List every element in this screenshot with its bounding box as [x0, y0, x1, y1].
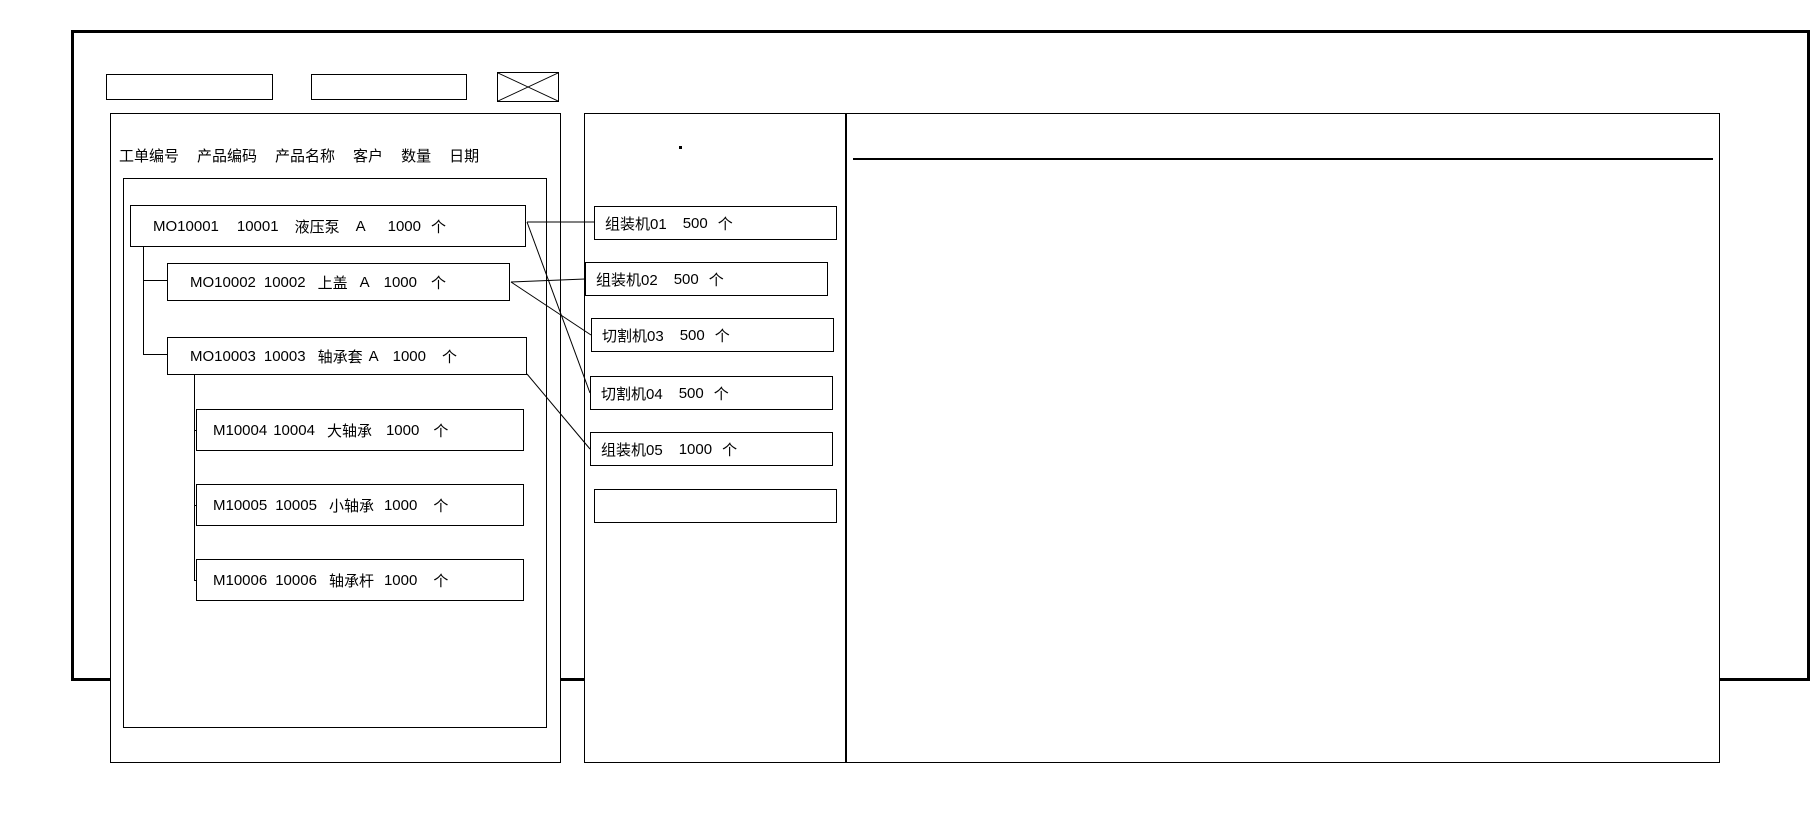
list-item-empty[interactable]	[594, 489, 837, 523]
row-quantity: 1000	[392, 347, 426, 365]
work-order-column-headers: 工单编号 产品编码 产品名称 客户 数量 日期	[119, 144, 539, 166]
row-product-name: 小轴承	[328, 497, 374, 515]
cursor-dot-marker	[679, 146, 682, 149]
column-header-customer: 客户	[353, 147, 384, 165]
list-item[interactable]: 组装机02 500 个	[585, 262, 828, 296]
machine-quantity: 500	[673, 270, 699, 288]
row-quantity: 1000	[383, 273, 417, 291]
row-product-name: 轴承套	[317, 348, 363, 366]
row-unit: 个	[433, 422, 449, 440]
row-quantity: 1000	[385, 421, 420, 439]
machine-unit: 个	[722, 441, 738, 459]
machine-quantity: 500	[679, 326, 705, 344]
table-row[interactable]: MO10003 10003 轴承套 A 1000 个	[167, 337, 527, 375]
row-order-no: M10005	[213, 496, 268, 514]
row-product-name: 大轴承	[326, 422, 372, 440]
row-quantity: 1000	[383, 571, 418, 589]
tree-connector-spine-sub	[194, 367, 195, 581]
machine-unit: 个	[717, 215, 733, 233]
row-unit: 个	[433, 572, 449, 590]
machine-name: 组装机02	[596, 271, 658, 289]
row-order-no: M10004	[213, 421, 268, 439]
row-unit: 个	[442, 348, 458, 366]
row-unit: 个	[431, 274, 447, 292]
toolbar-field-2[interactable]	[311, 74, 467, 100]
table-row[interactable]: M10004 10004 大轴承 1000 个	[196, 409, 524, 451]
row-quantity: 1000	[383, 496, 418, 514]
tree-connector-branch-row2	[143, 280, 167, 281]
machine-name: 组装机05	[601, 441, 663, 459]
detail-panel	[846, 113, 1720, 763]
detail-panel-header-divider	[853, 158, 1713, 160]
table-row[interactable]: MO10002 10002 上盖 A 1000 个	[167, 263, 510, 301]
row-product-code: 10004	[273, 421, 315, 439]
machine-name: 组装机01	[605, 215, 667, 233]
machine-unit: 个	[708, 271, 724, 289]
row-product-code: 10005	[275, 496, 317, 514]
row-order-no: MO10002	[190, 273, 256, 291]
machine-quantity: 500	[682, 214, 708, 232]
row-order-no: MO10003	[190, 347, 256, 365]
table-row[interactable]: M10006 10006 轴承杆 1000 个	[196, 559, 524, 601]
list-item[interactable]: 切割机04 500 个	[590, 376, 833, 410]
machine-name: 切割机04	[601, 385, 663, 403]
row-unit: 个	[431, 218, 447, 236]
row-customer: A	[359, 273, 370, 291]
row-product-code: 10003	[263, 347, 306, 365]
machine-quantity: 500	[678, 384, 704, 402]
row-product-name: 液压泵	[294, 218, 340, 236]
row-customer: A	[355, 217, 366, 235]
row-order-no: MO10001	[153, 217, 219, 235]
work-order-tree-container	[123, 178, 547, 728]
row-order-no: M10006	[213, 571, 268, 589]
row-product-code: 10006	[275, 571, 317, 589]
toolbar-field-1[interactable]	[106, 74, 273, 100]
row-customer: A	[368, 347, 379, 365]
machine-quantity: 1000	[678, 440, 713, 458]
column-header-product-name: 产品名称	[275, 147, 336, 165]
row-product-code: 10001	[236, 217, 279, 235]
row-product-name: 上盖	[317, 274, 348, 292]
list-item[interactable]: 组装机01 500 个	[594, 206, 837, 240]
list-item[interactable]: 组装机05 1000 个	[590, 432, 833, 466]
list-item[interactable]: 切割机03 500 个	[591, 318, 834, 352]
column-header-product-code: 产品编码	[197, 147, 258, 165]
machine-unit: 个	[714, 327, 730, 345]
row-product-name: 轴承杆	[328, 572, 374, 590]
row-quantity: 1000	[387, 217, 421, 235]
table-row[interactable]: M10005 10005 小轴承 1000 个	[196, 484, 524, 526]
machine-name: 切割机03	[602, 327, 664, 345]
column-header-order-no: 工单编号	[119, 147, 180, 165]
column-header-date: 日期	[449, 147, 480, 165]
column-header-quantity: 数量	[401, 147, 432, 165]
row-product-code: 10002	[263, 273, 306, 291]
tree-connector-branch-row3	[143, 354, 167, 355]
close-x-icon[interactable]	[497, 72, 559, 102]
table-row[interactable]: MO10001 10001 液压泵 A 1000 个	[130, 205, 526, 247]
machine-unit: 个	[713, 385, 729, 403]
close-x-glyph	[498, 73, 558, 101]
row-unit: 个	[433, 497, 449, 515]
